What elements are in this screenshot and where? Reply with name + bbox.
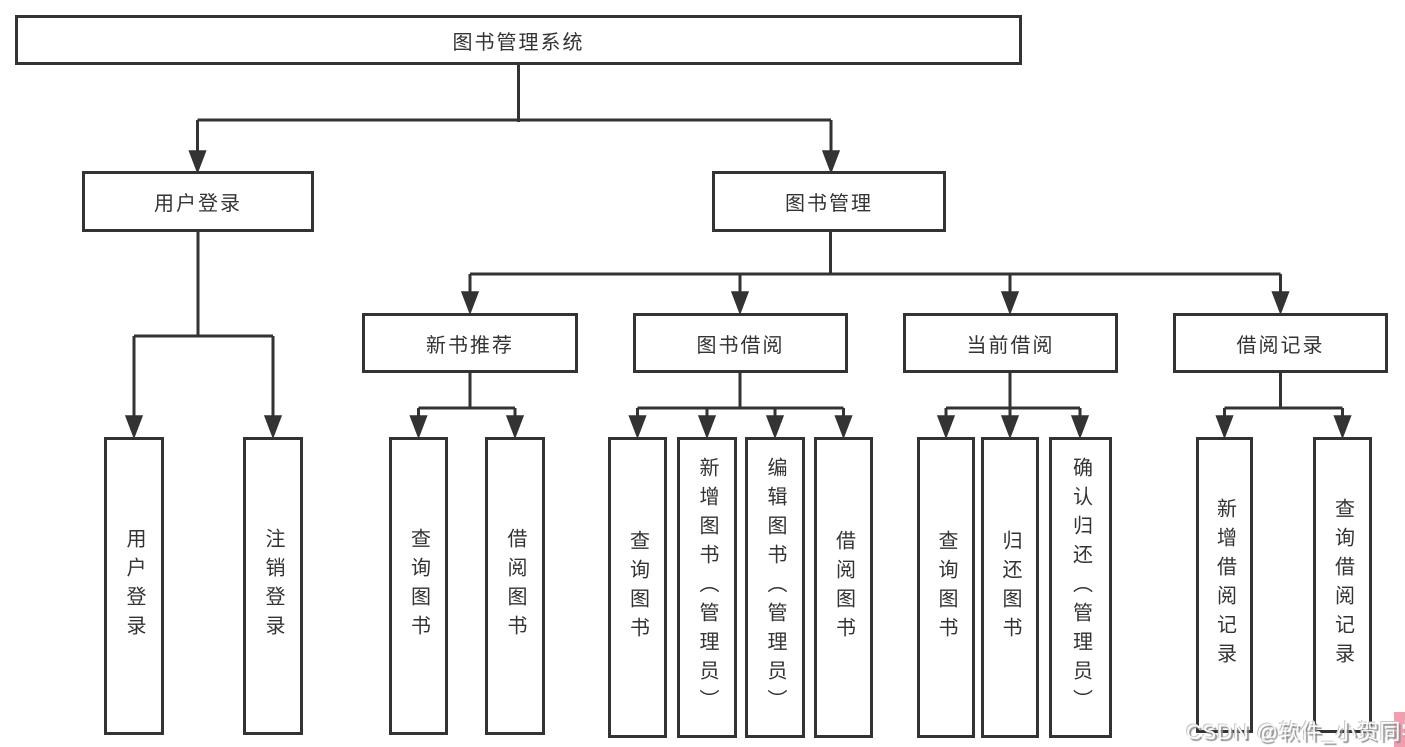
leaf-query-books-borrow: 查询图书 [608,437,667,738]
leaf-query-books-current: 查询图书 [917,437,975,738]
node-borrow-records: 借阅记录 [1173,313,1388,373]
node-library-management-system: 图书管理系统 [15,15,1022,65]
leaf-return-book: 归还图书 [981,437,1039,738]
connector-current-borrow-to-leaves [936,373,1090,440]
connector-book-borrow-to-leaves [628,373,853,440]
leaf-query-books-recommend: 查询图书 [389,437,448,735]
leaf-query-borrow-record: 查询借阅记录 [1313,437,1372,733]
csdn-watermark-accent [1394,712,1405,747]
connector-root-to-level2 [188,65,841,175]
node-book-borrow: 图书借阅 [633,313,848,373]
leaf-add-book-admin: 新增图书（管理员） [677,437,737,738]
node-current-borrow: 当前借阅 [903,313,1118,373]
leaf-logout: 注销登录 [243,437,303,735]
leaf-edit-book-admin: 编辑图书（管理员） [745,437,805,738]
leaf-borrow-books: 借阅图书 [814,437,873,738]
connector-book-management-to-level3 [460,232,1290,316]
connector-new-book-recommend-to-leaves [409,373,525,440]
node-new-book-recommend: 新书推荐 [362,313,578,373]
csdn-watermark: CSDN @软件_小贺同学 [1186,721,1405,744]
node-user-login: 用户登录 [82,171,314,232]
leaf-confirm-return-admin: 确认归还（管理员） [1049,437,1112,738]
leaf-borrow-books-recommend: 借阅图书 [485,437,545,735]
connector-user-login-to-leaves [124,232,283,440]
connector-borrow-records-to-leaves [1215,373,1352,440]
leaf-user-login: 用户登录 [104,437,164,735]
node-book-management: 图书管理 [712,171,946,232]
leaf-add-borrow-record: 新增借阅记录 [1196,437,1253,733]
